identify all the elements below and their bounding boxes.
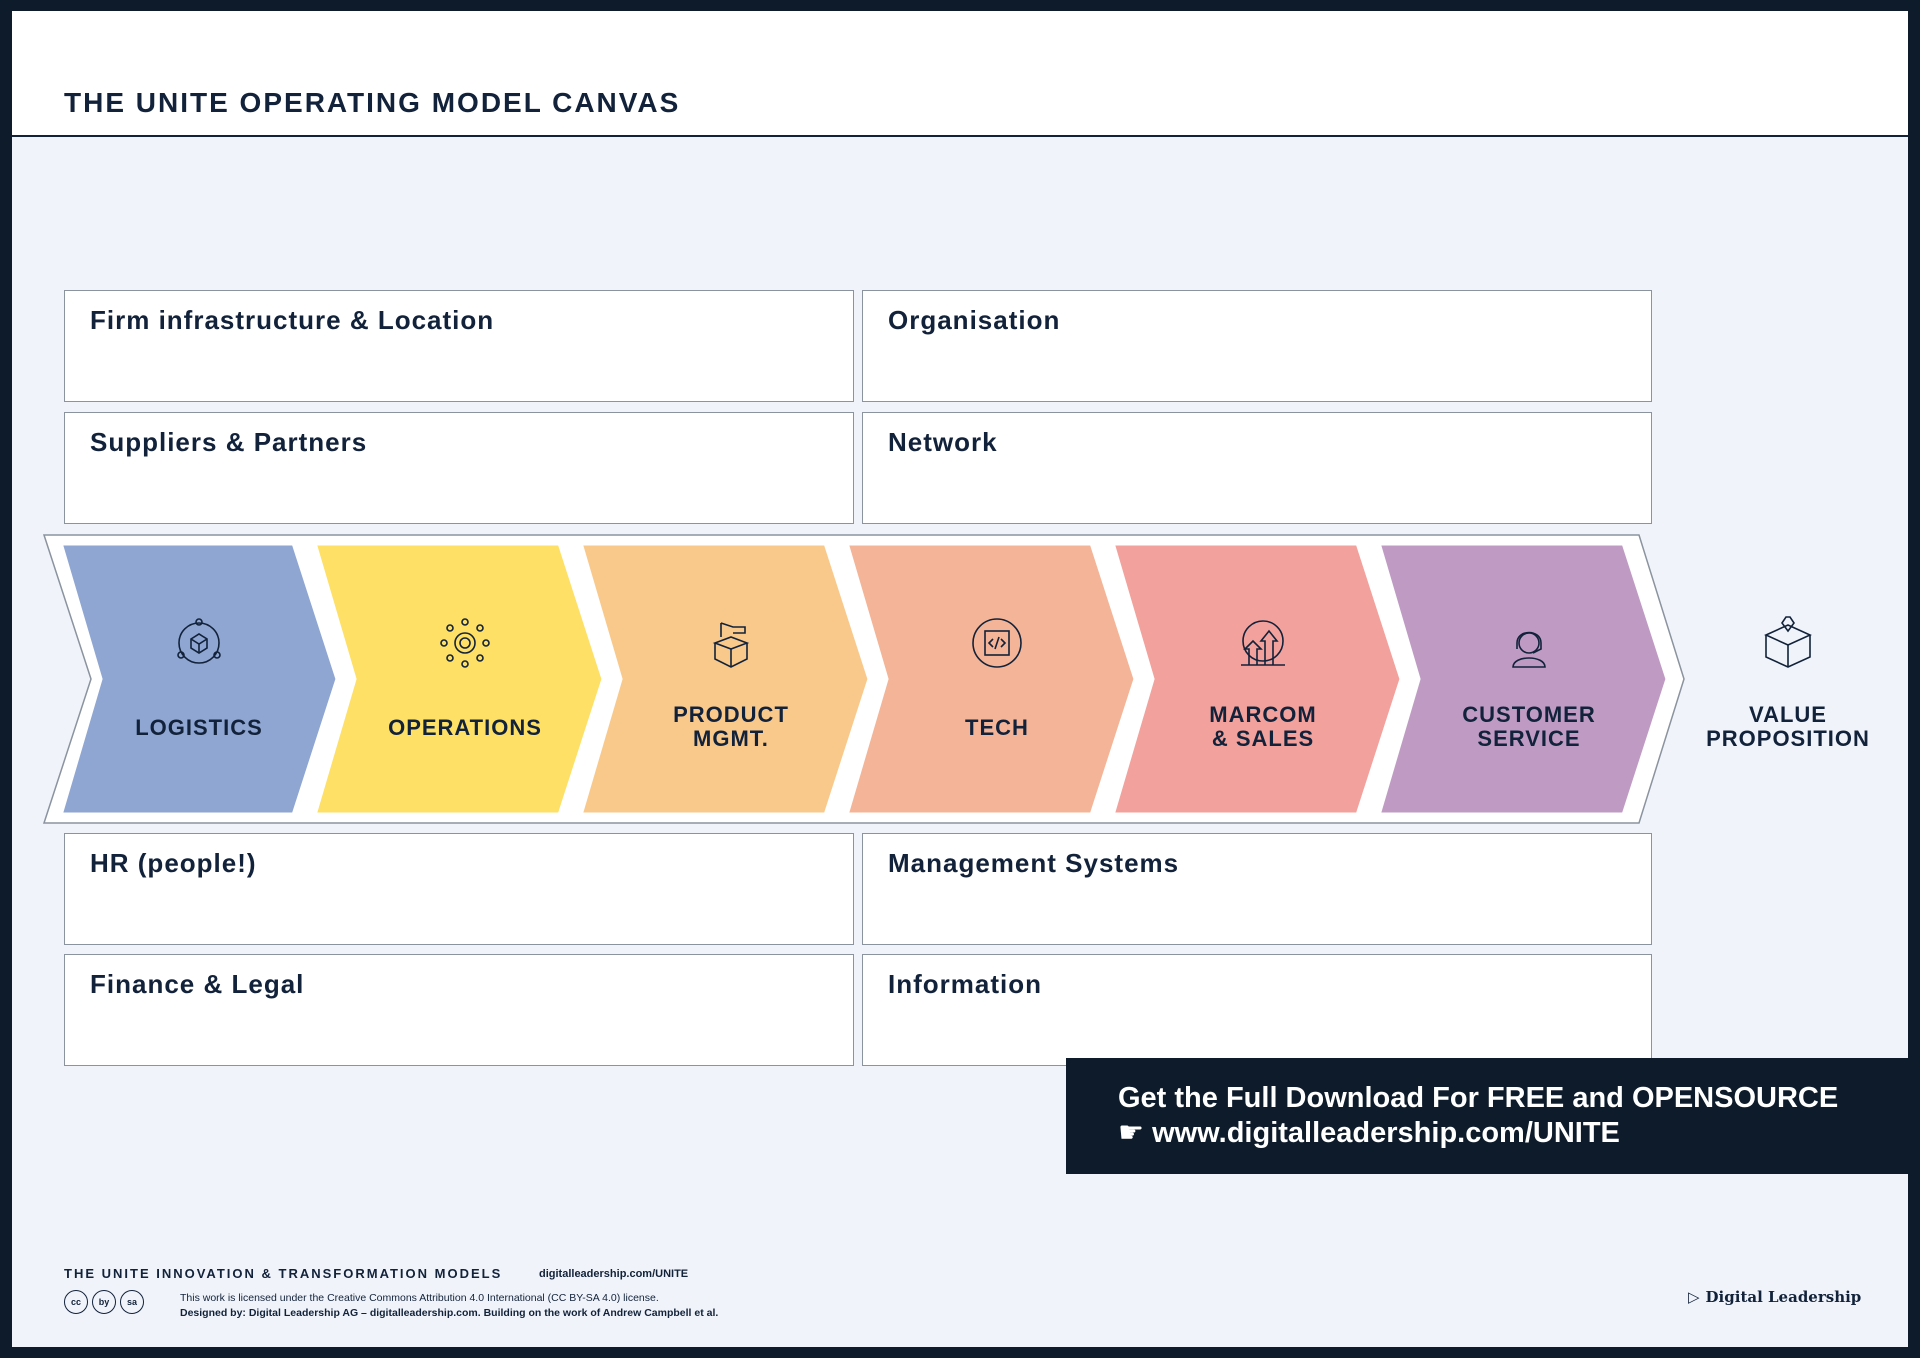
header: THE UNITE OPERATING MODEL CANVAS	[12, 11, 1908, 137]
download-banner-link-row[interactable]: ☛ www.digitalleadership.com/UNITE	[1118, 1115, 1620, 1150]
value-proposition-label: VALUE PROPOSITION	[1706, 702, 1870, 751]
pointing-hand-icon: ☛	[1118, 1117, 1144, 1149]
value-chain-marcom-chevron	[1108, 540, 1405, 818]
product-box-icon	[703, 615, 759, 671]
cc-icon: cc	[64, 1290, 88, 1314]
information-box[interactable]: Information	[862, 954, 1652, 1066]
brand-chevron-icon: ▷	[1688, 1288, 1700, 1306]
designed-by-text: Designed by: Digital Leadership AG – dig…	[180, 1307, 719, 1319]
firm-infrastructure-label: Firm infrastructure & Location	[90, 305, 495, 335]
firm-infrastructure-box[interactable]: Firm infrastructure & Location	[64, 290, 854, 402]
footer-url[interactable]: digitalleadership.com/UNITE	[539, 1268, 689, 1280]
chain-label-1: OPERATIONS	[388, 715, 542, 740]
network-box[interactable]: Network	[862, 412, 1652, 524]
management-systems-box[interactable]: Management Systems	[862, 833, 1652, 945]
code-icon	[969, 615, 1025, 671]
gear-icon	[437, 615, 493, 671]
headset-agent-icon	[1501, 615, 1557, 671]
suppliers-partners-label: Suppliers & Partners	[90, 427, 368, 457]
chain-label-4: MARCOM & SALES	[1209, 702, 1317, 751]
finance-legal-box[interactable]: Finance & Legal	[64, 954, 854, 1066]
chain-label-0: LOGISTICS	[135, 715, 263, 740]
value-chain-customer-chevron	[1374, 540, 1671, 818]
chain-label-5: CUSTOMER SERVICE	[1462, 702, 1596, 751]
value-chain-product-chevron	[576, 540, 873, 818]
download-banner-text: Get the Full Download For FREE and OPENS…	[1118, 1082, 1839, 1114]
information-label: Information	[888, 969, 1042, 999]
logistics-cycle-icon	[171, 615, 227, 671]
network-label: Network	[888, 427, 998, 457]
management-systems-label: Management Systems	[888, 848, 1180, 878]
page-title: THE UNITE OPERATING MODEL CANVAS	[64, 87, 681, 118]
suppliers-partners-box[interactable]: Suppliers & Partners	[64, 412, 854, 524]
finance-legal-label: Finance & Legal	[90, 969, 305, 999]
value-chain-operations-chevron	[310, 540, 607, 818]
footer-title: THE UNITE INNOVATION & TRANSFORMATION MO…	[64, 1266, 503, 1281]
brand-logo: ▷ Digital Leadership	[1688, 1288, 1861, 1306]
download-banner[interactable]: Get the Full Download For FREE and OPENS…	[1066, 1058, 1908, 1174]
cc-sa-icon: sa	[120, 1290, 144, 1314]
brand-name: Digital Leadership	[1705, 1288, 1862, 1306]
chain-label-3: TECH	[965, 715, 1029, 740]
diamond-box-icon	[1760, 613, 1816, 669]
canvas-page: THE UNITE OPERATING MODEL CANVAS Firm in…	[12, 11, 1908, 1347]
growth-arrows-icon	[1235, 615, 1291, 671]
hr-label: HR (people!)	[90, 848, 257, 878]
value-chain-tech-chevron	[842, 540, 1139, 818]
hr-box[interactable]: HR (people!)	[64, 833, 854, 945]
license-text: This work is licensed under the Creative…	[180, 1292, 659, 1304]
organisation-box[interactable]: Organisation	[862, 290, 1652, 402]
value-chain	[42, 534, 1685, 824]
organisation-label: Organisation	[888, 305, 1061, 335]
value-chain-logistics-chevron	[56, 540, 341, 818]
download-link[interactable]: www.digitalleadership.com/UNITE	[1152, 1117, 1620, 1149]
chain-label-2: PRODUCT MGMT.	[673, 702, 789, 751]
cc-by-icon: by	[92, 1290, 116, 1314]
